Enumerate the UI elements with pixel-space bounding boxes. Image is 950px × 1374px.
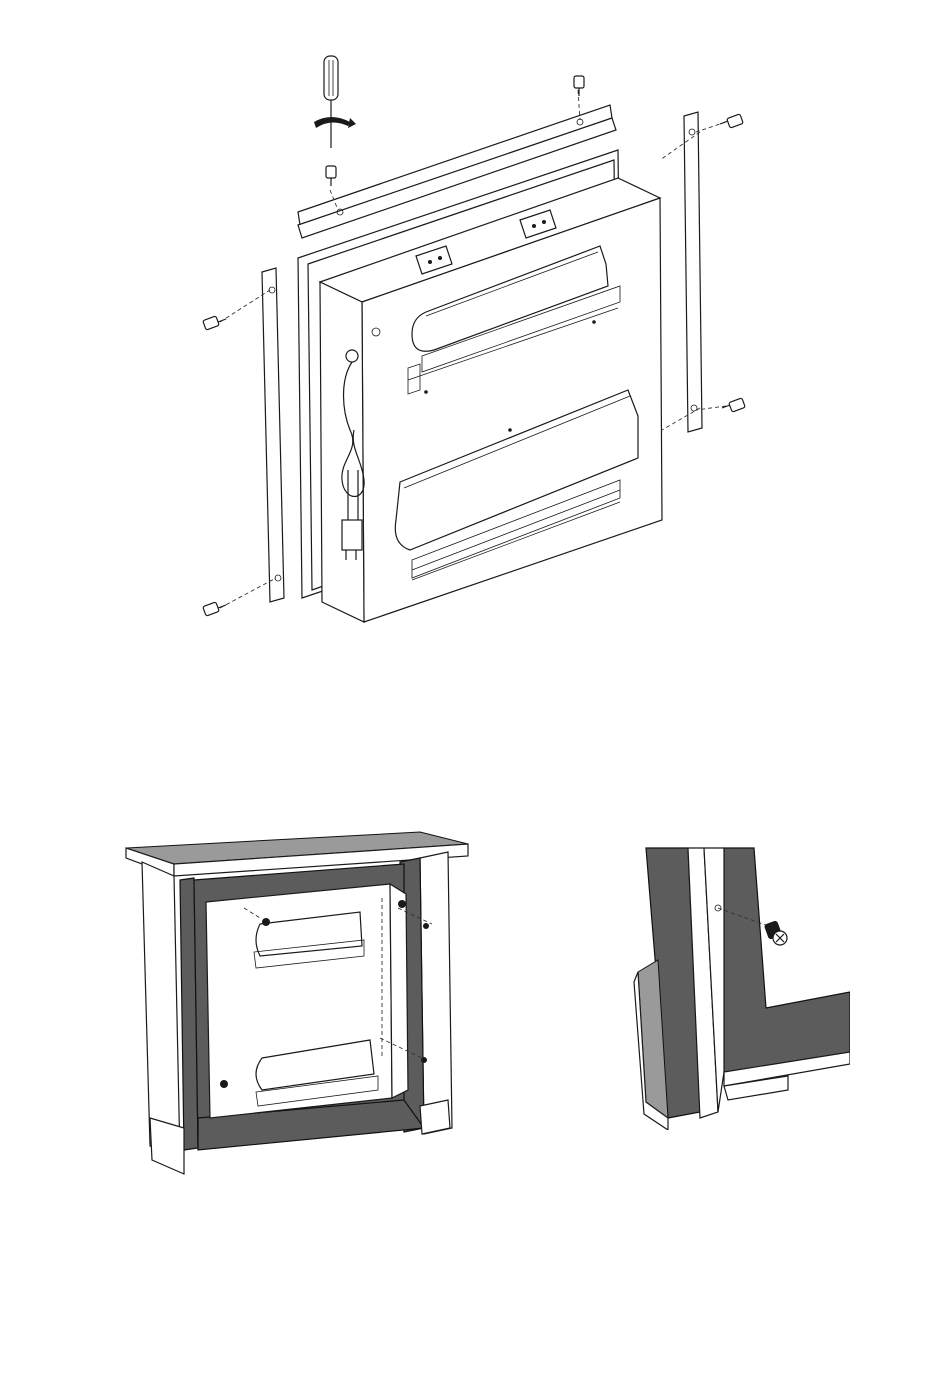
- heater-insert: [206, 884, 408, 1118]
- screw-icon: [203, 602, 226, 616]
- screwdriver-icon: [314, 56, 356, 148]
- exploded-insert-view: [190, 50, 760, 640]
- left-trim-strip: [262, 268, 284, 602]
- screw-icon: [574, 76, 584, 96]
- screw-icon: [326, 166, 336, 186]
- screw-icon: [720, 114, 743, 128]
- corner-detail-view: [628, 842, 850, 1130]
- mantel-right-post: [420, 852, 452, 1134]
- right-trim-strip: [684, 112, 702, 432]
- screw-icon: [203, 316, 226, 330]
- insert-in-mantel-view: [120, 828, 480, 1178]
- screw-icon: [764, 920, 787, 945]
- screw-icon: [722, 398, 745, 412]
- mantel-left-post: [142, 862, 180, 1158]
- mantel-back-panel: [724, 848, 850, 1072]
